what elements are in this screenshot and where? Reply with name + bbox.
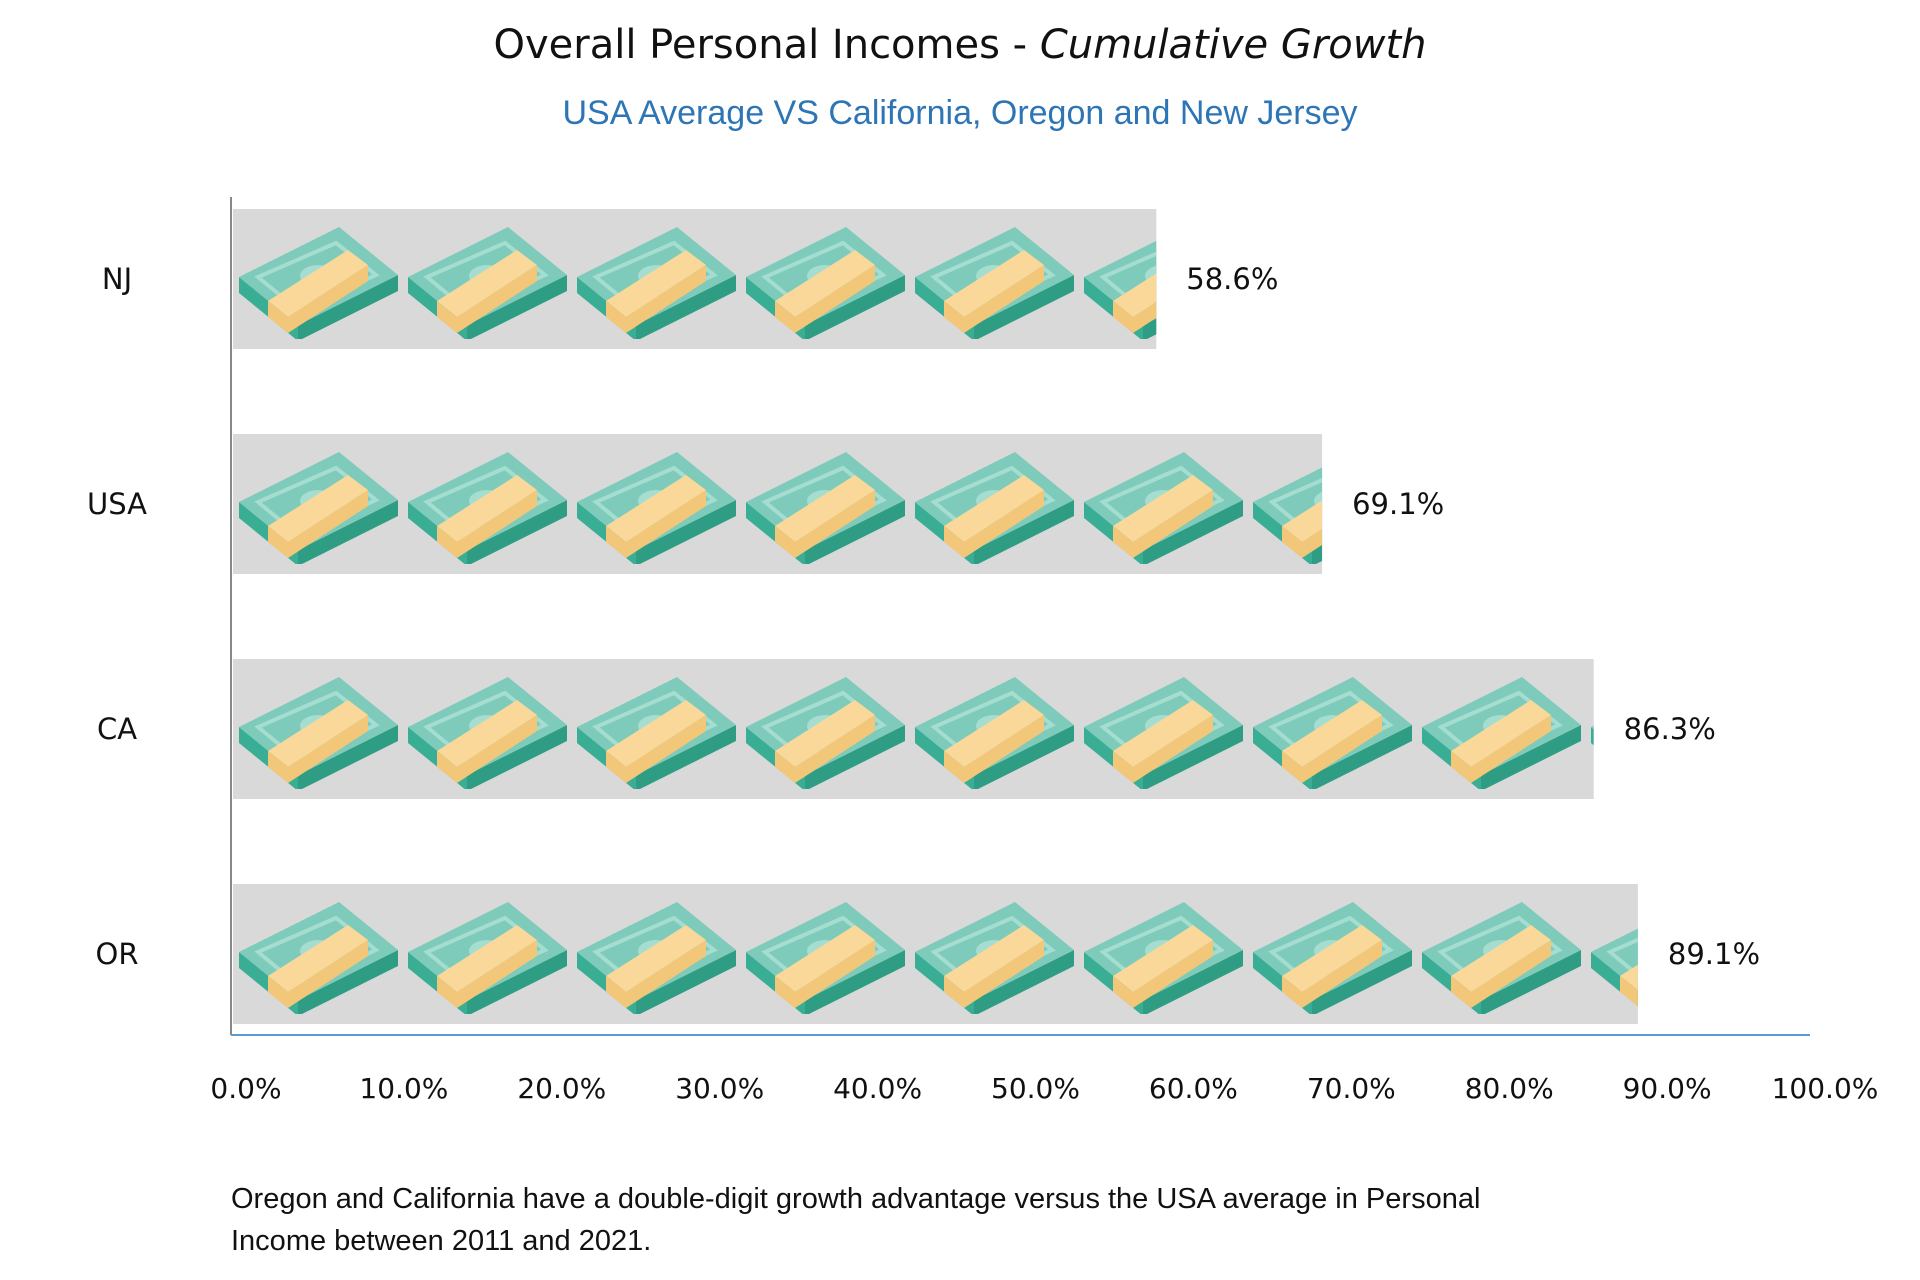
x-tick-label: 50.0% <box>991 1072 1080 1105</box>
chart-title: Overall Personal Incomes - Cumulative Gr… <box>494 22 1427 68</box>
x-tick-label: 90.0% <box>1623 1072 1712 1105</box>
bar-row-ca: 86.3% CA <box>97 659 1716 799</box>
bar-row-or: 89.1% OR <box>96 884 1760 1024</box>
x-axis-ticks: 0.0% 10.0% 20.0% 30.0% 40.0% 50.0% 60.0% 70.0% 8… <box>210 1072 1878 1105</box>
value-label-nj: 58.6% <box>1186 262 1278 296</box>
x-tick-label: 70.0% <box>1307 1072 1396 1105</box>
x-tick-label: 10.0% <box>359 1072 448 1105</box>
value-label-usa: 69.1% <box>1352 487 1444 521</box>
x-tick-label: 0.0% <box>210 1072 281 1105</box>
category-label-nj: NJ <box>102 262 132 296</box>
chart-subtitle: USA Average VS California, Oregon and Ne… <box>562 94 1357 132</box>
x-tick-label: 60.0% <box>1149 1072 1238 1105</box>
category-label-usa: USA <box>87 487 147 521</box>
footnote: Oregon and California have a double-digi… <box>231 1183 1481 1257</box>
value-label-ca: 86.3% <box>1624 712 1716 746</box>
category-label-ca: CA <box>97 712 137 746</box>
bar-row-usa: 69.1% USA <box>87 434 1444 574</box>
x-tick-label: 100.0% <box>1772 1072 1879 1105</box>
x-tick-label: 40.0% <box>833 1072 922 1105</box>
x-tick-label: 80.0% <box>1465 1072 1554 1105</box>
bar-row-nj: 58.6% NJ <box>102 209 1278 349</box>
value-label-or: 89.1% <box>1668 937 1760 971</box>
category-label-or: OR <box>96 937 139 971</box>
x-tick-label: 30.0% <box>675 1072 764 1105</box>
x-tick-label: 20.0% <box>517 1072 606 1105</box>
bars-group: 58.6% NJ 69.1% USA 86.3% CA 89.1% OR <box>87 209 1760 1024</box>
